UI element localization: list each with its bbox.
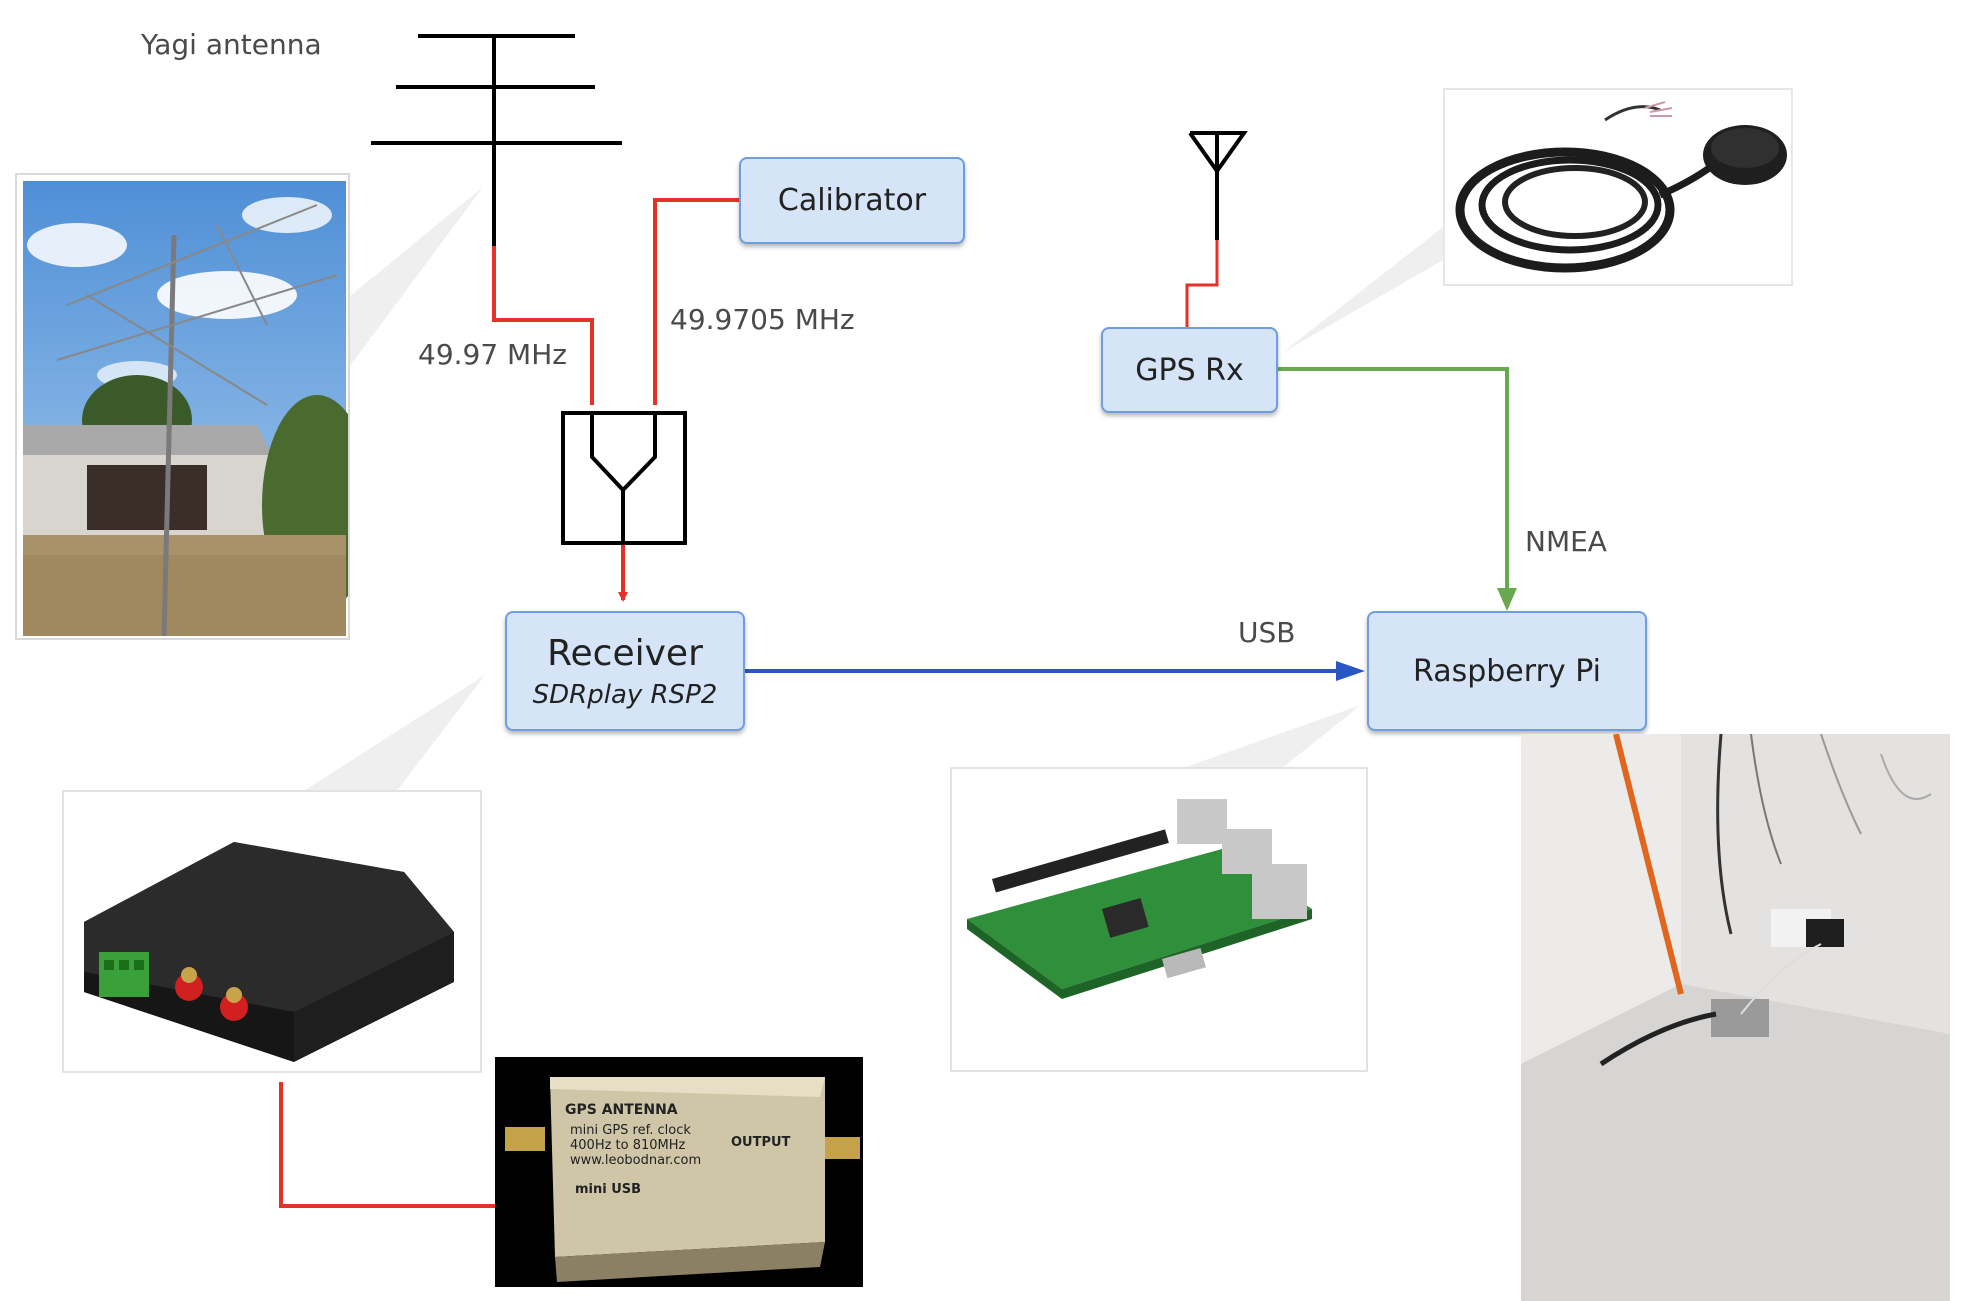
antenna-frequency-label: 49.97 MHz [418, 338, 567, 371]
receiver-title: Receiver [547, 632, 703, 674]
ref-clock-title: GPS ANTENNA [565, 1102, 678, 1118]
callout-raspberry-pi [1180, 705, 1361, 769]
raspberry-pi-illustration [967, 799, 1312, 999]
receiver-subtitle: SDRplay RSP2 [532, 679, 718, 710]
nmea-label: NMEA [1525, 525, 1607, 558]
ref-clock-illustration [505, 1077, 860, 1282]
gps-reference-clock-photo: GPS ANTENNA mini GPS ref. clock 400Hz to… [495, 1057, 863, 1287]
gps-antenna-symbol [1185, 131, 1248, 327]
usb-label: USB [1238, 616, 1296, 649]
callout-receiver [302, 675, 485, 792]
calibrator-frequency-label: 49.9705 MHz [670, 303, 855, 336]
rf-lines [279, 198, 739, 1208]
callout-gps-antenna [1282, 227, 1443, 353]
gps-rx-box: GPS Rx [1101, 327, 1278, 413]
raspberry-pi-box: Raspberry Pi [1367, 611, 1647, 731]
callout-yagi [350, 187, 483, 366]
yagi-antenna-symbol [371, 34, 622, 246]
gps-antenna-photo [1443, 88, 1793, 286]
ref-clock-line3: 400Hz to 810MHz [570, 1138, 686, 1153]
receiver-box: Receiver SDRplay RSP2 [505, 611, 745, 731]
ref-clock-usb-label: mini USB [575, 1182, 642, 1197]
gps-rx-label: GPS Rx [1135, 352, 1244, 388]
combiner-symbol [561, 411, 687, 545]
calibrator-label: Calibrator [777, 183, 927, 218]
ref-clock-output-label: OUTPUT [731, 1135, 791, 1150]
installation-illustration [1521, 734, 1950, 1301]
calibrator-box: Calibrator [739, 157, 965, 244]
sdrplay-rsp2-photo [62, 790, 482, 1073]
yagi-photo-illustration [23, 181, 348, 637]
nmea-arrowhead [1497, 588, 1517, 611]
rsp2-illustration [84, 842, 454, 1062]
yagi-antenna-label: Yagi antenna [141, 28, 322, 61]
installation-photo [1521, 734, 1950, 1301]
gps-antenna-illustration [1455, 101, 1787, 273]
raspberry-pi-label: Raspberry Pi [1413, 653, 1601, 689]
nmea-line [1278, 367, 1509, 607]
yagi-antenna-photo [15, 173, 350, 640]
ref-clock-line2: mini GPS ref. clock [570, 1123, 691, 1138]
raspberry-pi-photo [950, 767, 1368, 1072]
usb-arrowhead [1336, 661, 1365, 681]
ref-clock-line4: www.leobodnar.com [570, 1153, 702, 1168]
